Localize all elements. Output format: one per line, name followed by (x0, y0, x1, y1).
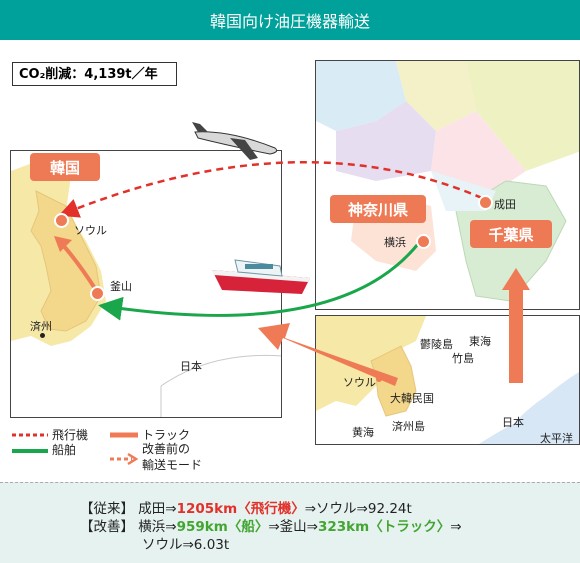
korea-tag-label: 韓国 (49, 158, 80, 177)
kanto-map-shape (316, 61, 579, 309)
japan-label: 日本 (180, 360, 202, 373)
inset-japan-label: 日本 (502, 416, 524, 429)
asia-inset-map (315, 315, 580, 445)
jeju-label: 済州 (30, 320, 52, 333)
inset-arrow-up-head (502, 268, 530, 290)
before-highlight: 1205km〈飛行機〉 (176, 501, 305, 517)
inset-rok-label: 大韓民国 (390, 392, 434, 405)
summary-box: 【従来】 成田⇒1205km〈飛行機〉⇒ソウル⇒92.24t 【改善】 横浜⇒9… (0, 482, 580, 563)
seoul-marker (54, 213, 69, 228)
after-text1: 横浜⇒ (138, 519, 177, 535)
legend-before-label-2: 輸送モード (142, 458, 203, 472)
page-title: 韓国向け油圧機器輸送 (209, 12, 370, 31)
inset-jeju-label: 済州島 (392, 420, 425, 433)
ship-icon (212, 259, 310, 294)
legend-before-arrow (110, 452, 139, 466)
after-highlight2: 323km〈トラック〉 (317, 519, 451, 535)
inset-arrow-up-body (509, 288, 523, 383)
seoul-label: ソウル (74, 224, 107, 237)
inset-pacific-label: 太平洋 (540, 432, 573, 445)
chiba-tag: 千葉県 (470, 220, 552, 248)
after-text2: ⇒釜山⇒ (268, 519, 318, 535)
busan-label: 釜山 (110, 280, 132, 293)
kanagawa-tag: 神奈川県 (330, 195, 426, 223)
summary-after-line2: ソウル⇒6.03t (142, 537, 230, 553)
before-label: 【従来】 (80, 501, 134, 517)
inset-east-sea-label: 東海 (469, 335, 491, 348)
yokohama-label: 横浜 (384, 236, 406, 249)
jeju-marker (40, 333, 45, 338)
airplane-icon (192, 122, 278, 160)
kanagawa-tag-label: 神奈川県 (347, 200, 408, 219)
after-label: 【改善】 (80, 519, 134, 535)
summary-before: 【従来】 成田⇒1205km〈飛行機〉⇒ソウル⇒92.24t (80, 497, 412, 517)
title-bar: 韓国向け油圧機器輸送 (0, 0, 580, 40)
yokohama-marker (416, 234, 431, 249)
summary-after: 【改善】 横浜⇒959km〈船〉⇒釜山⇒323km〈トラック〉⇒ (80, 515, 462, 535)
legend-ship-label: 船舶 (52, 443, 77, 457)
co2-reduction-box: CO₂削減：4,139t／年 (12, 62, 177, 86)
before-text1: 成田⇒ (138, 501, 177, 517)
narita-label: 成田 (494, 198, 516, 211)
inset-takeshima-label: 竹島 (452, 352, 474, 365)
inset-arrow-left (258, 323, 398, 386)
legend-truck-line (110, 432, 138, 438)
inset-ulleung-label: 鬱陵島 (420, 338, 453, 351)
korea-tag: 韓国 (30, 153, 100, 181)
co2-reduction-text: CO₂削減：4,139t／年 (19, 67, 158, 82)
legend-airplane-line (12, 433, 48, 437)
narita-marker (478, 195, 493, 210)
legend-truck-label: トラック (142, 428, 191, 442)
korea-map-shape (11, 156, 281, 417)
chiba-tag-label: 千葉県 (488, 225, 534, 244)
before-text2: ⇒ソウル⇒92.24t (304, 501, 412, 517)
legend-ship-line (12, 449, 48, 453)
legend-before-label-1: 改善前の (142, 442, 191, 456)
busan-marker (90, 286, 105, 301)
airplane-route (58, 161, 483, 218)
inset-seoul-label: ソウル (343, 376, 376, 389)
legend-airplane-label: 飛行機 (52, 428, 89, 442)
asia-inset-shape (316, 316, 579, 444)
truck-route (60, 242, 98, 292)
after-highlight1: 959km〈船〉 (176, 519, 269, 535)
truck-route-arrowhead (54, 236, 72, 252)
legend: 飛行機 船舶 トラック 改善前の 輸送モード (12, 426, 272, 476)
kanto-map (315, 60, 580, 310)
after-text3: ⇒ (450, 519, 462, 535)
inset-yellow-sea-label: 黄海 (352, 426, 374, 439)
ship-route (98, 243, 420, 321)
inset-seoul-marker (376, 376, 382, 382)
